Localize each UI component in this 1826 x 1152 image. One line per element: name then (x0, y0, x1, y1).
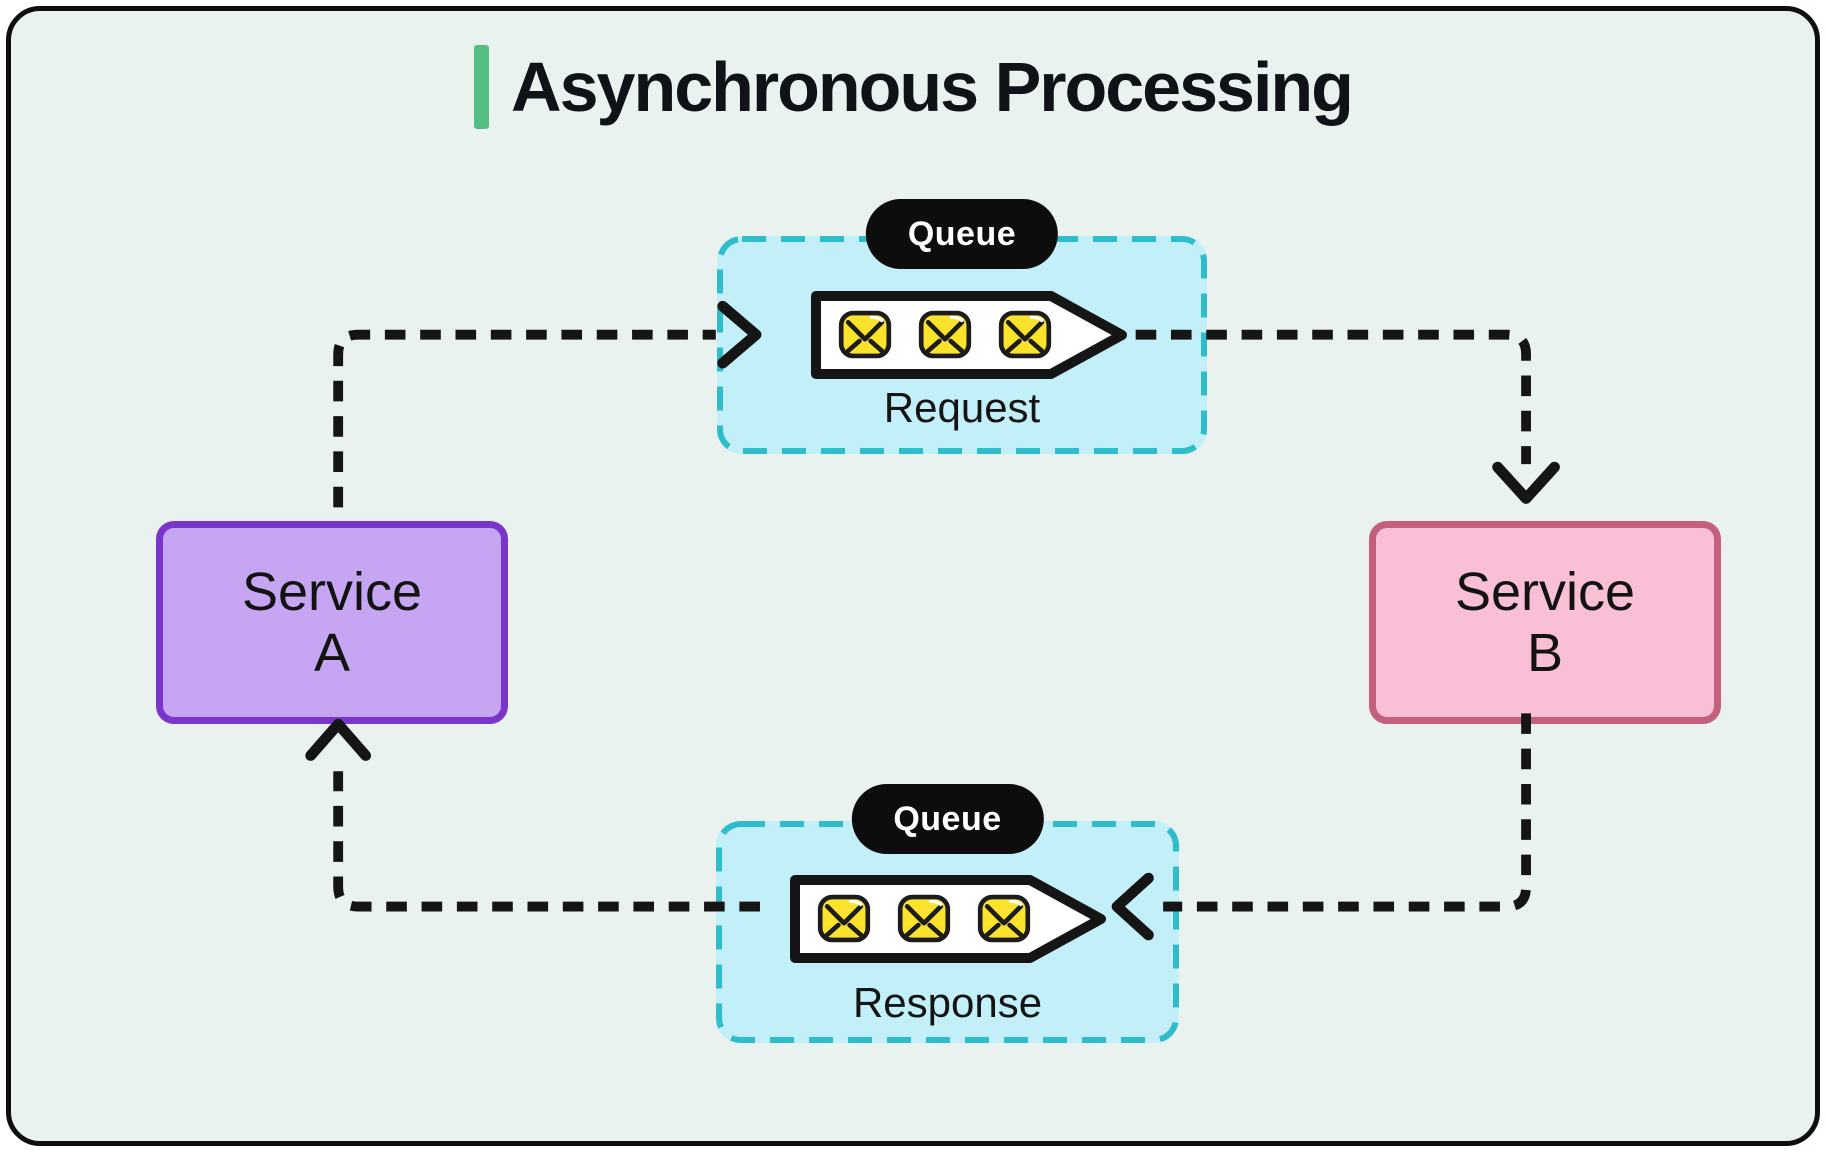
flow-response-to-a-line (333, 771, 760, 912)
page-title: Asynchronous Processing (511, 48, 1354, 126)
message-arrow (788, 873, 1108, 965)
queue-badge: Queue (851, 784, 1044, 854)
queue-badge-label: Queue (893, 799, 1002, 838)
service-a-label-line1: Service (241, 562, 423, 623)
flow-response-queue-to-service-a (305, 718, 760, 912)
request-queue: Queue (717, 199, 1207, 454)
envelope-row (837, 307, 1053, 362)
arrowhead-down-icon (1492, 461, 1560, 504)
envelope-row (816, 891, 1032, 946)
diagram-panel: Asynchronous Processing (6, 6, 1820, 1146)
queue-badge: Queue (865, 199, 1059, 269)
envelope-icon (897, 894, 951, 943)
service-b-label-line1: Service (1454, 562, 1636, 623)
envelope-icon (998, 310, 1052, 359)
envelope-icon (977, 894, 1031, 943)
envelope-icon (817, 894, 871, 943)
request-queue-label: Request (883, 384, 1041, 431)
envelope-icon (918, 310, 972, 359)
flow-b-to-response-line (1163, 713, 1531, 912)
title-accent-bar (474, 45, 490, 129)
service-a-box: Service A (156, 521, 508, 724)
service-b-box: Service B (1369, 521, 1721, 724)
flow-a-to-request-line (333, 329, 716, 508)
message-arrow (809, 289, 1129, 381)
queue-badge-label: Queue (907, 214, 1017, 253)
flow-service-a-to-request-queue (333, 300, 762, 508)
service-b-label-line2: B (1526, 622, 1564, 683)
title-row: Asynchronous Processing (11, 45, 1815, 129)
envelope-icon (838, 310, 892, 359)
arrowhead-up-icon (305, 718, 372, 761)
response-queue-label: Response (852, 979, 1043, 1026)
response-queue: Queue (716, 784, 1179, 1043)
service-a-label-line2: A (313, 622, 351, 683)
